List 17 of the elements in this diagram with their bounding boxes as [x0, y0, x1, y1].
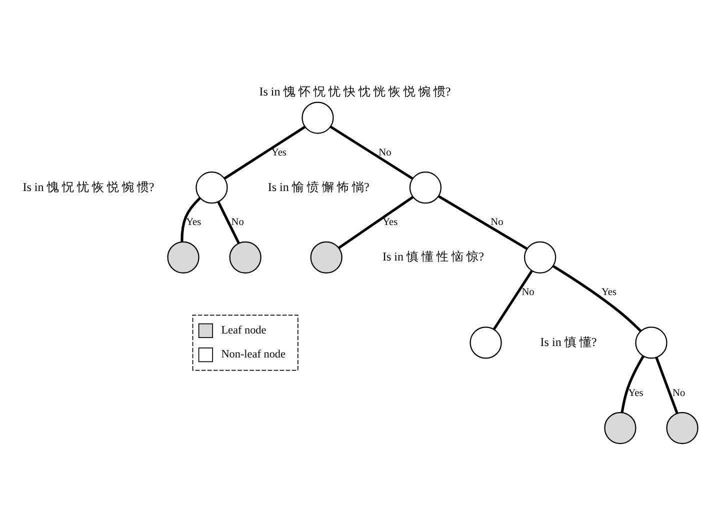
edge-label: No [231, 216, 244, 228]
edge-label: Yes [602, 286, 617, 298]
node-label: Is in 慎 懂? [540, 334, 597, 348]
edge-label: No [672, 387, 686, 398]
edge-label: No [490, 216, 504, 228]
edge-label: Yes [628, 387, 644, 398]
edge-label: No [522, 286, 534, 298]
legend-label: Leaf node [221, 324, 266, 336]
node-label: Is in 愉 愤 懈 怖 惝? [268, 179, 370, 194]
node-label: Is in 慎 懂 性 恼 惊? [382, 249, 484, 264]
edge-label: Yes [186, 216, 202, 228]
node-label: Is in 愧 怳 忧 恢 悦 惋 惯? [22, 179, 154, 194]
edge-label: Yes [382, 216, 398, 228]
edge-label: No [378, 146, 392, 158]
edge-label: Yes [271, 146, 286, 158]
legend-label: Non-leaf node [221, 348, 286, 360]
diagram-title: Is in 愧 怀 怳 忧 快 忱 恍 恢 悦 惋 惯? [259, 84, 451, 98]
